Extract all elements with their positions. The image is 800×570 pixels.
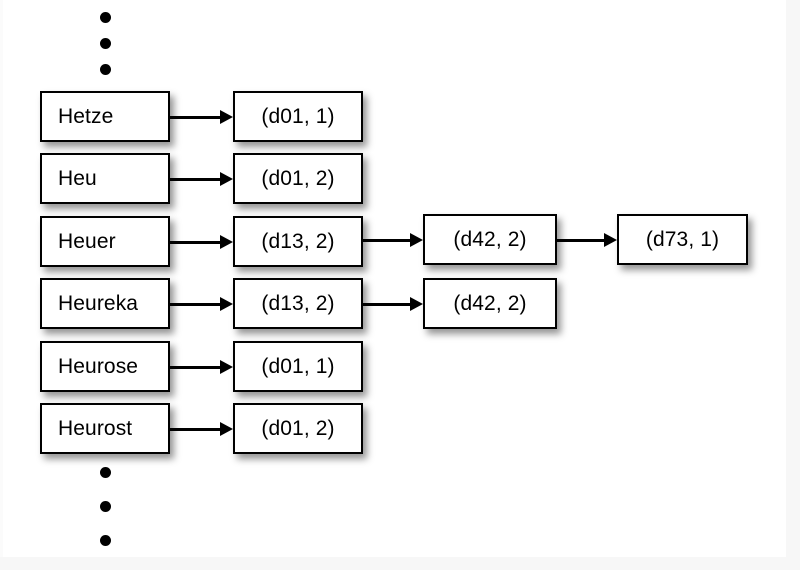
arrow-hetze-to-posting (170, 110, 233, 124)
ellipsis-bottom-dot-2 (100, 501, 111, 512)
posting-node-c1-r4[interactable]: (d13, 2) (233, 278, 363, 329)
posting-node-label: (d01, 2) (261, 166, 335, 190)
posting-node-c1-r3[interactable]: (d13, 2) (233, 216, 363, 267)
posting-node-label: (d73, 1) (645, 227, 720, 251)
posting-node-c1-r5[interactable]: (d01, 1) (233, 341, 363, 392)
arrow-c1r4-to-c2r4 (363, 297, 423, 311)
word-node-label: Heu (58, 166, 97, 190)
word-node-heurost[interactable]: Heurost (40, 403, 170, 454)
page-edge-left (0, 0, 3, 570)
arrow-c1r3-to-c2r3 (363, 233, 423, 247)
word-node-label: Heureka (58, 291, 139, 315)
ellipsis-top-dot-1 (100, 12, 111, 23)
arrow-heurost-to-posting (170, 422, 233, 436)
ellipsis-bottom-dot-3 (100, 535, 111, 546)
posting-node-c2-r4[interactable]: (d42, 2) (423, 278, 557, 329)
posting-node-c2-r3[interactable]: (d42, 2) (423, 214, 557, 265)
arrow-heurose-to-posting (170, 360, 233, 374)
posting-node-c1-r6[interactable]: (d01, 2) (233, 403, 363, 454)
word-node-label: Heuer (58, 229, 116, 253)
word-node-label: Heurost (58, 416, 133, 440)
page-edge-bottom (0, 557, 800, 570)
arrow-c2r3-to-c3r3 (557, 233, 617, 247)
arrow-heureka-to-posting (170, 297, 233, 311)
posting-node-c1-r2[interactable]: (d01, 2) (233, 153, 363, 204)
posting-node-label: (d01, 2) (261, 416, 335, 440)
word-node-label: Heurose (58, 354, 139, 378)
posting-node-label: (d01, 1) (261, 104, 335, 128)
word-node-heuer[interactable]: Heuer (40, 216, 170, 267)
posting-node-label: (d01, 1) (261, 354, 335, 378)
ellipsis-top-dot-2 (100, 38, 111, 49)
posting-node-label: (d13, 2) (261, 229, 335, 253)
posting-node-label: (d42, 2) (453, 291, 527, 315)
word-node-label: Hetze (58, 104, 114, 128)
word-node-heu[interactable]: Heu (40, 153, 170, 204)
ellipsis-bottom-dot-1 (100, 467, 111, 478)
word-node-heureka[interactable]: Heureka (40, 278, 170, 329)
ellipsis-top-dot-3 (100, 64, 111, 75)
posting-node-c1-r1[interactable]: (d01, 1) (233, 91, 363, 142)
word-node-heurose[interactable]: Heurose (40, 341, 170, 392)
page-edge-right (786, 0, 800, 570)
posting-node-label: (d13, 2) (261, 291, 335, 315)
arrow-heuer-to-posting (170, 235, 233, 249)
posting-node-label: (d42, 2) (453, 227, 527, 251)
word-node-hetze[interactable]: Hetze (40, 91, 170, 142)
posting-node-c3-r3[interactable]: (d73, 1) (617, 214, 748, 265)
arrow-heu-to-posting (170, 172, 233, 186)
